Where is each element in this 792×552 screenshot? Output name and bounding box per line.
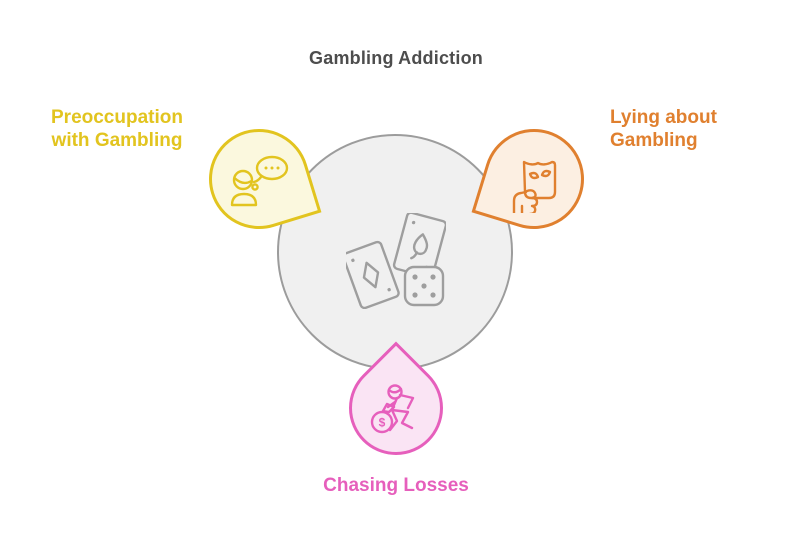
label-line: Gambling	[610, 130, 698, 151]
dollar-sign: $	[379, 416, 386, 430]
running-money-icon: $	[370, 384, 415, 434]
mask-hand-icon	[512, 160, 557, 213]
label-line: Lying about	[610, 107, 717, 128]
playing-card-spade	[392, 213, 446, 279]
label-chasing-losses: Chasing Losses	[323, 475, 469, 496]
label-preoccupation: Preoccupation with Gambling	[22, 106, 212, 152]
label-line: Preoccupation	[51, 107, 183, 128]
center-circle	[277, 134, 513, 370]
cards-and-dice-icon	[346, 213, 446, 309]
die-five	[403, 265, 445, 307]
person-thinking-icon	[230, 155, 289, 207]
diagram-title: Gambling Addiction	[309, 48, 483, 68]
label-line: with Gambling	[51, 130, 183, 151]
playing-card-diamond	[346, 240, 400, 309]
label-lying: Lying about Gambling	[610, 106, 770, 152]
